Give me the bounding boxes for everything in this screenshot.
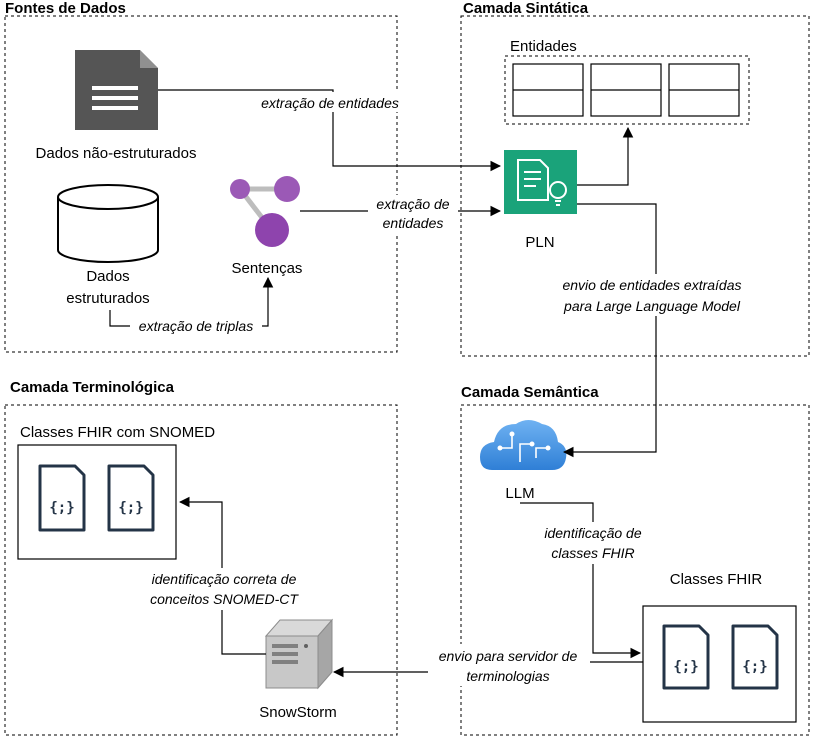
- pln-label: PLN: [525, 234, 554, 251]
- classes-fhir-container: [642, 605, 797, 723]
- camada-terminologica-container: [4, 404, 398, 736]
- svg-text:{;}: {;}: [673, 659, 698, 675]
- json-file-icon: {;}: [107, 464, 155, 532]
- edge-label-extracao-entidades-2b: entidades: [383, 215, 444, 231]
- edge-label-identificacao-snomed-2: conceitos SNOMED-CT: [150, 591, 299, 607]
- sentencas-label: Sentenças: [232, 260, 303, 277]
- server-icon: [264, 618, 334, 690]
- camada-sintatica-title: Camada Sintática: [463, 0, 589, 17]
- snowstorm-label: SnowStorm: [259, 704, 337, 721]
- edge-label-identificacao-snomed-1: identificação correta de: [152, 571, 297, 587]
- edge-label-extracao-triplas: extração de triplas: [139, 318, 253, 334]
- camada-terminologica-title: Camada Terminológica: [10, 379, 175, 396]
- edge-label-bg: [428, 644, 590, 686]
- entidades-table-2: [590, 63, 662, 117]
- entidades-label: Entidades: [510, 38, 577, 55]
- llm-cloud-icon: [480, 420, 567, 470]
- edge-pln-llm: [562, 203, 657, 458]
- edge-label-bg: [248, 92, 412, 112]
- edge-llm-classes-fhir: [520, 502, 642, 659]
- svg-text:{;}: {;}: [49, 500, 74, 516]
- edge-label-bg: [534, 522, 652, 564]
- classes-fhir-snomed-label: Classes FHIR com SNOMED: [20, 424, 215, 441]
- edge-label-identificacao-fhir-1: identificação de: [544, 525, 642, 541]
- camada-sintatica-container: [460, 15, 810, 357]
- fontes-de-dados-title: Fontes de Dados: [5, 0, 126, 17]
- edge-label-envio-servidor-1: envio para servidor de: [439, 648, 578, 664]
- entidades-container: [504, 55, 750, 125]
- document-icon: [75, 50, 158, 130]
- edge-label-extracao-entidades-1: extração de entidades: [261, 95, 399, 111]
- edge-label-bg: [368, 195, 458, 233]
- edge-label-envio-llm-1: envio de entidades extraídas: [562, 277, 741, 293]
- json-file-icon: {;}: [38, 464, 86, 532]
- dados-nao-estruturados-label: Dados não-estruturados: [36, 145, 197, 162]
- edge-label-envio-llm-2: para Large Language Model: [563, 298, 741, 314]
- edge-label-extracao-entidades-2a: extração de: [376, 196, 449, 212]
- database-icon: [57, 184, 159, 263]
- dados-estruturados-label-2: estruturados: [66, 290, 149, 307]
- edge-documento-pln: [158, 89, 502, 172]
- json-file-icon: {;}: [662, 624, 710, 690]
- edge-label-identificacao-fhir-2: classes FHIR: [551, 545, 634, 561]
- svg-text:{;}: {;}: [742, 659, 767, 675]
- edge-label-bg: [548, 274, 756, 316]
- svg-text:{;}: {;}: [118, 500, 143, 516]
- dados-estruturados-label-1: Dados: [86, 268, 129, 285]
- entidades-table-1: [512, 63, 584, 117]
- classes-fhir-snomed-container: [17, 444, 177, 560]
- classes-fhir-label: Classes FHIR: [670, 571, 763, 588]
- camada-semantica-container: [460, 404, 810, 736]
- sentencas-graph-icon: [230, 176, 300, 247]
- entidades-table-3: [668, 63, 740, 117]
- edge-pln-entidades: [577, 126, 634, 186]
- camada-semantica-title: Camada Semântica: [461, 384, 599, 401]
- json-file-icon: {;}: [731, 624, 779, 690]
- fontes-de-dados-container: [4, 15, 398, 353]
- llm-label: LLM: [505, 485, 534, 502]
- edge-label-bg: [130, 316, 262, 335]
- edge-label-bg: [136, 568, 312, 610]
- pln-icon: [504, 150, 577, 214]
- edge-label-envio-servidor-2: terminologias: [466, 668, 549, 684]
